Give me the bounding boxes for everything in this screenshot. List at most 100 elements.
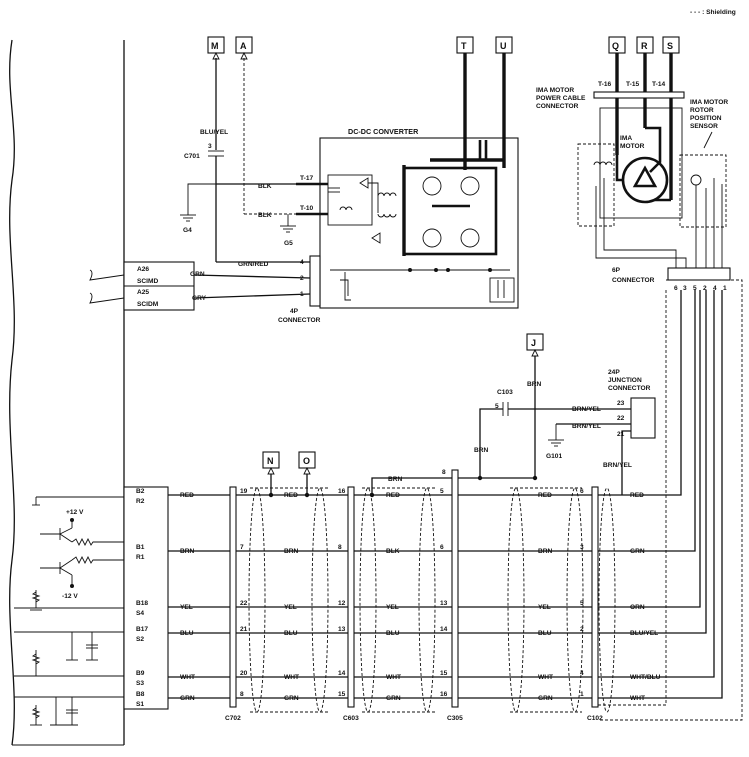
svg-text:T-16: T-16 <box>598 81 612 88</box>
wire-color-label: GRN <box>180 695 195 702</box>
svg-text:4: 4 <box>713 285 717 292</box>
wire-color-label: GRN <box>630 548 645 555</box>
converter-title: DC-DC CONVERTER <box>348 127 419 136</box>
wire-color-label: WHT/BLU <box>630 674 661 681</box>
c305-pin-label: 13 <box>440 600 448 607</box>
wire-color-label: GRN <box>284 695 299 702</box>
wire-color-label: BRN <box>538 548 553 555</box>
c603-pin-label: 15 <box>338 691 346 698</box>
svg-text:BRN/YEL: BRN/YEL <box>572 423 601 430</box>
svg-text:IMA MOTOR: IMA MOTOR <box>536 87 574 94</box>
svg-text:8: 8 <box>442 469 446 476</box>
connector-c603: C603 <box>343 486 359 722</box>
c702-pin-label: 19 <box>240 488 248 495</box>
wire-color-label: ORN <box>630 604 645 611</box>
svg-text:T-17: T-17 <box>300 175 314 182</box>
svg-text:CONNECTOR: CONNECTOR <box>612 277 655 284</box>
svg-text:C702: C702 <box>225 715 241 722</box>
wire-color-label: WHT <box>386 674 401 681</box>
wire-color-label: WHT <box>630 695 645 702</box>
c702-pin-label: 22 <box>240 600 248 607</box>
svg-text:ROTOR: ROTOR <box>690 107 714 114</box>
ecm-connector-top: A26 SCIMD A25 SCIDM <box>89 261 195 311</box>
svg-text:BRN: BRN <box>388 476 403 483</box>
c702-pin-label: 21 <box>240 626 248 633</box>
ecm-pin-label: B8 <box>136 691 145 698</box>
svg-text:A: A <box>240 41 247 51</box>
svg-text:3: 3 <box>683 285 687 292</box>
row-wire-to-sensor <box>598 290 696 552</box>
c603-pin-label: 16 <box>338 488 346 495</box>
wire-color-label: RED <box>630 492 644 499</box>
wire-color-label: RED <box>538 492 552 499</box>
svg-text:SCIDM: SCIDM <box>137 301 159 308</box>
svg-text:BLK: BLK <box>258 212 272 219</box>
row-wire-to-sensor <box>598 290 715 678</box>
terminal-a: A <box>235 36 296 215</box>
svg-text:GRN: GRN <box>190 271 205 278</box>
c305-pin-label: 6 <box>440 544 444 551</box>
ecm-internal-circuit: +12 V -12 V <box>14 496 124 726</box>
junction-connector: BRN C103 5 BRN BRN/YEL BRN/YEL G101 23 2… <box>474 356 656 495</box>
svg-text:5: 5 <box>495 403 499 410</box>
terminal-u: U <box>495 36 513 54</box>
row-wire-to-sensor <box>598 290 682 496</box>
svg-text:-12 V: -12 V <box>62 593 78 600</box>
svg-text:21: 21 <box>617 431 625 438</box>
svg-text:C305: C305 <box>447 715 463 722</box>
svg-text:T-10: T-10 <box>300 205 314 212</box>
svg-text:Q: Q <box>612 41 619 51</box>
4p-connector: 4 2 1 4P CONNECTOR <box>278 255 321 324</box>
c603-pin-label: 8 <box>338 544 342 551</box>
svg-text:5: 5 <box>693 285 697 292</box>
c305-brn-branch: BRN 8 <box>369 469 538 498</box>
svg-text:C103: C103 <box>497 389 513 396</box>
svg-text:GRN/RED: GRN/RED <box>238 261 269 268</box>
svg-text:T: T <box>461 41 467 51</box>
ecm-pin-label: S3 <box>136 680 144 687</box>
wire-color-label: BLU <box>386 630 400 637</box>
svg-text:C701: C701 <box>184 153 200 160</box>
c102-pin-label: 3 <box>580 544 584 551</box>
wire-color-label: GRN <box>386 695 401 702</box>
ecm-pin-label: B1 <box>136 544 145 551</box>
svg-text:R: R <box>641 41 648 51</box>
svg-text:CONNECTOR: CONNECTOR <box>608 385 651 392</box>
svg-text:IMA: IMA <box>620 135 632 142</box>
svg-text:U: U <box>500 41 507 51</box>
svg-text:BRN/YEL: BRN/YEL <box>603 462 632 469</box>
ecm-pin-label: S1 <box>136 701 144 708</box>
svg-text:6P: 6P <box>612 267 621 274</box>
ecm-block <box>9 39 125 746</box>
terminal-t: T <box>456 36 474 54</box>
c102-pin-label: 1 <box>580 691 584 698</box>
svg-text:GRY: GRY <box>192 295 207 302</box>
ecm-pin-label: S4 <box>136 610 144 617</box>
ecm-connector-bottom <box>123 486 169 710</box>
svg-text:J: J <box>531 338 536 348</box>
wire-color-label: YEL <box>284 604 297 611</box>
wire-color-label: BLU/YEL <box>630 630 658 637</box>
wire-color-label: RED <box>180 492 194 499</box>
svg-text:SCIMD: SCIMD <box>137 278 158 285</box>
c603-pin-label: 14 <box>338 670 346 677</box>
svg-text:C603: C603 <box>343 715 359 722</box>
ecm-pin-label: B2 <box>136 488 145 495</box>
svg-text:3: 3 <box>208 143 212 150</box>
svg-text:O: O <box>303 456 310 466</box>
svg-text:BLK: BLK <box>258 183 272 190</box>
c102-pin-label: 5 <box>580 600 584 607</box>
svg-text:G4: G4 <box>183 227 192 234</box>
c603-pin-label: 12 <box>338 600 346 607</box>
c702-pin-label: 7 <box>240 544 244 551</box>
signal-rows: B2R2RED19RED16RED5RED6REDB1R1BRN7BRN8BLK… <box>136 290 723 708</box>
wire-color-label: GRN <box>538 695 553 702</box>
wire-color-label: YEL <box>180 604 193 611</box>
c305-pin-label: 14 <box>440 626 448 633</box>
svg-text:POSITION: POSITION <box>690 115 722 122</box>
svg-text:1: 1 <box>723 285 727 292</box>
ground-g4: G4 <box>180 183 216 234</box>
c702-pin-label: 20 <box>240 670 248 677</box>
terminal-r: R <box>636 36 654 54</box>
